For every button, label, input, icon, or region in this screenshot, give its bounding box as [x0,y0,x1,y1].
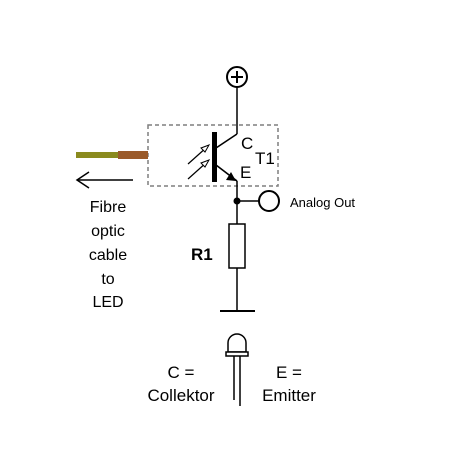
legend-collector-line-2: Collektor [147,386,214,405]
collector-pin-label: C [241,134,253,153]
legend-collector-line-1: C = [168,363,195,382]
emitter-pin-label: E [240,163,251,182]
fibre-optic-cable [76,151,148,159]
fibre-label-line-5: LED [92,294,123,311]
legend-emitter-line-1: E = [276,363,302,382]
left-arrow-icon [75,171,133,189]
fibre-label-line-2: optic [91,223,125,240]
resistor-label: R1 [191,245,213,264]
supply-terminal [226,66,248,88]
analog-out-label: Analog Out [290,195,355,210]
fibre-label-line-1: Fibre [90,199,127,216]
fibre-label-line-4: to [101,271,114,288]
phototransistor [187,132,238,182]
led-icon [225,333,249,406]
fibre-label-line-3: cable [89,247,127,264]
analog-out-terminal [258,190,280,212]
resistor [228,223,246,269]
transistor-label: T1 [255,149,275,168]
legend-emitter-line-2: Emitter [262,386,316,405]
